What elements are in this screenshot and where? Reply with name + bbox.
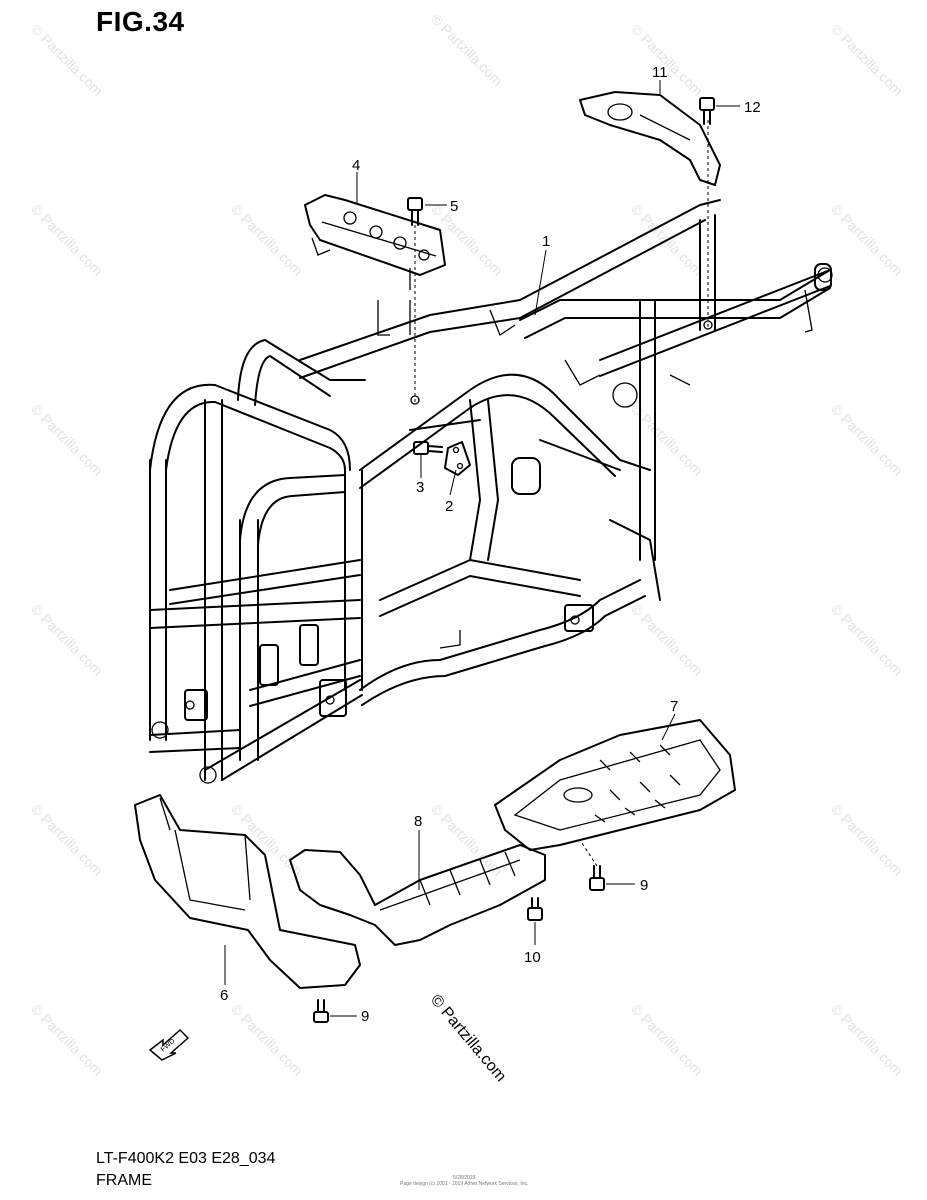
bolt-part-12[interactable] (699, 97, 715, 125)
callout-12: 12 (744, 99, 761, 116)
callout-5: 5 (450, 198, 458, 215)
page-title: FRAME (96, 1172, 152, 1189)
bolt-part-9-right[interactable] (579, 839, 605, 891)
watermark-text: © Partzilla.com (428, 11, 506, 89)
watermark-main: © Partzilla.com (427, 992, 509, 1086)
watermark-text: © Partzilla.com (28, 201, 106, 279)
watermark-text: © Partzilla.com (28, 21, 106, 99)
callout-7: 7 (670, 698, 678, 715)
watermark-text: © Partzilla.com (828, 401, 906, 479)
watermark-text: © Partzilla.com (828, 201, 906, 279)
callout-4: 4 (352, 157, 360, 174)
callout-6: 6 (220, 987, 228, 1004)
watermark-text: © Partzilla.com (228, 1001, 306, 1079)
watermark-text: © Partzilla.com (828, 21, 906, 99)
copyright-fine-print: 5/28/2019 Page design (c) 2001 - 2019 Ar… (400, 1175, 528, 1187)
figure-title: FIG.34 (96, 6, 185, 37)
callout-10: 10 (524, 949, 541, 966)
watermark-text: © Partzilla.com (628, 601, 706, 679)
watermark-text: © Partzilla.com (228, 201, 306, 279)
watermark-text: © Partzilla.com (828, 801, 906, 879)
rear-skid-plate[interactable] (494, 719, 736, 851)
watermark-text: © Partzilla.com (28, 801, 106, 879)
fine-print-line-2: Page design (c) 2001 - 2019 Arinet Netwo… (400, 1181, 529, 1187)
watermark-text: © Partzilla.com (28, 401, 106, 479)
watermark-text: © Partzilla.com (28, 1001, 106, 1079)
leader-lines (224, 80, 740, 1017)
callout-9-lower: 9 (361, 1008, 369, 1025)
callout-1: 1 (542, 233, 550, 250)
rear-upper-bracket[interactable] (579, 91, 721, 330)
watermark-text: © Partzilla.com (28, 601, 106, 679)
bolt-part-5[interactable] (407, 197, 423, 405)
center-skid-plate[interactable] (289, 844, 546, 946)
watermark-text: © Partzilla.com (628, 21, 706, 99)
watermark-text: © Partzilla.com (828, 1001, 906, 1079)
callout-8: 8 (414, 813, 422, 830)
fine-print-line-1: 5/28/2019 (453, 1175, 476, 1181)
front-bumper-guard[interactable] (134, 794, 361, 989)
callout-9-right: 9 (640, 877, 648, 894)
bolt-part-10[interactable] (527, 897, 543, 921)
bolt-part-3[interactable] (413, 441, 443, 455)
watermark-text: © Partzilla.com (828, 601, 906, 679)
bolt-part-9-lower[interactable] (313, 999, 329, 1023)
front-plate-bracket[interactable] (304, 194, 446, 290)
watermark-text: © Partzilla.com (628, 1001, 706, 1079)
frame-main[interactable] (149, 199, 833, 784)
bracket-plate[interactable] (444, 441, 471, 476)
watermark-text: © Partzilla.com (428, 801, 506, 879)
model-code: LT-F400K2 E03 E28_034 (96, 1150, 276, 1167)
callout-3: 3 (416, 479, 424, 496)
callout-labels: 1 2 3 4 5 6 7 8 9 9 10 11 12 (220, 64, 761, 1025)
callout-11: 11 (652, 64, 668, 81)
fwd-arrow-icon: FWD (148, 1028, 190, 1061)
callout-2: 2 (445, 498, 453, 515)
